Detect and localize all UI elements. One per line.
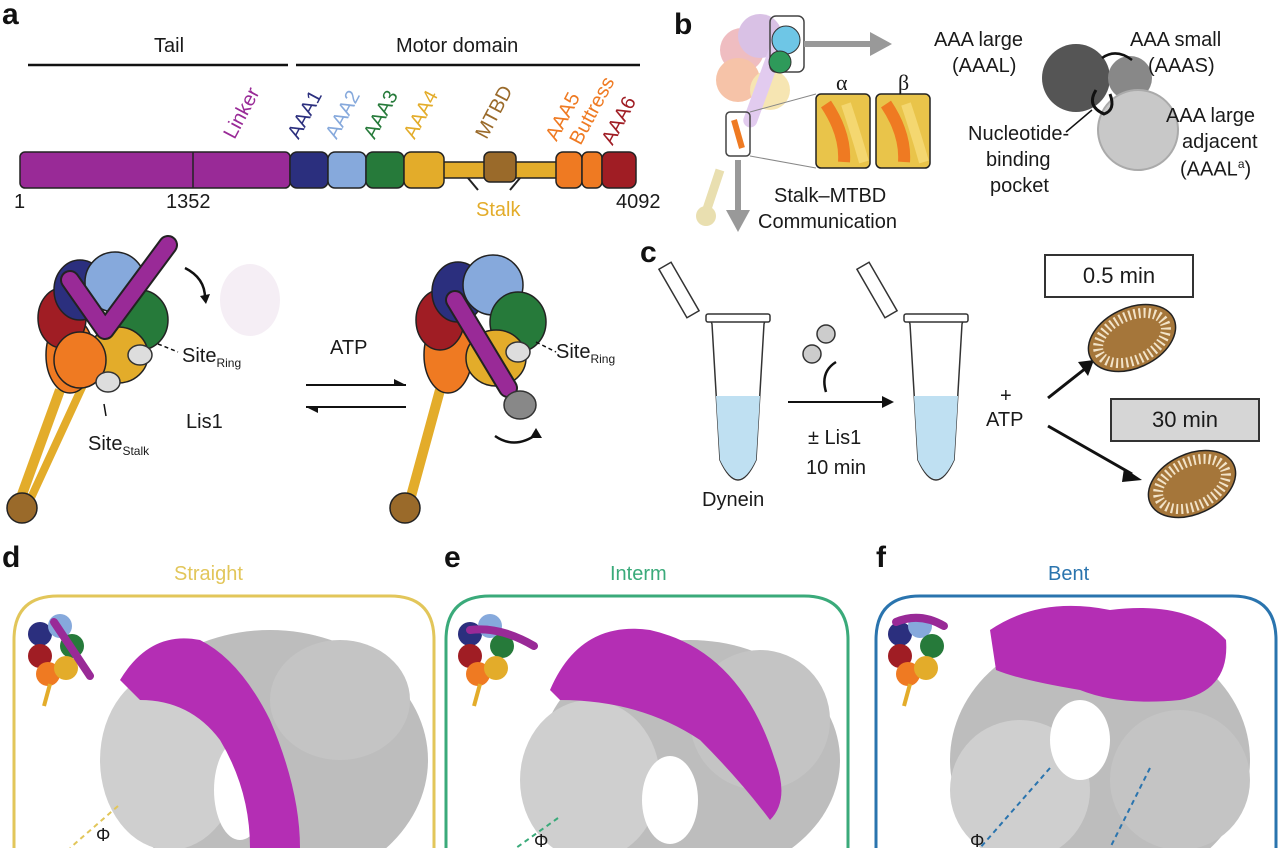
plus-sign: + <box>1000 385 1012 407</box>
map-bent <box>950 605 1250 848</box>
state-title-bent: Bent <box>1048 563 1090 585</box>
panel-label-e: e <box>444 541 461 574</box>
aaala-label-line3: (AAALa) <box>1180 157 1252 181</box>
aaala-label-line2: adjacent <box>1182 131 1258 153</box>
state-title-interm: Interm <box>610 563 667 585</box>
stalk-mtbd-caption-line2: Communication <box>758 211 897 233</box>
tube-dynein <box>657 261 771 481</box>
panel-c-diagram <box>657 261 1237 519</box>
site-stalk-label: SiteStalk <box>88 433 150 458</box>
residue-end: 4092 <box>616 191 661 213</box>
map-straight <box>69 630 428 848</box>
aaa6-segment <box>601 151 637 189</box>
stalk-label: Stalk <box>476 199 521 221</box>
dynein-label: Dynein <box>702 489 765 511</box>
aaas-label-line2: (AAAS) <box>1148 55 1215 77</box>
pocket-label-line3: pocket <box>990 175 1049 197</box>
alpha-label: α <box>836 70 848 95</box>
aaala-label-line1: AAA large <box>1166 105 1255 127</box>
atp-equilibrium-label: ATP <box>330 337 368 359</box>
motor-schematic <box>6 235 557 524</box>
panel-label-d: d <box>2 541 21 574</box>
phi-symbol-straight: Φ <box>96 825 111 845</box>
domain-bar-diagram <box>19 63 640 191</box>
aaa4-segment <box>403 151 445 189</box>
state-title-straight: Straight <box>174 563 243 585</box>
panel-label-c: c <box>640 236 657 269</box>
mtbd-segment <box>483 151 517 183</box>
map-interm <box>515 628 840 848</box>
panel-label-a: a <box>2 0 19 31</box>
frame-bent <box>874 594 1278 848</box>
motor-domain-label: Motor domain <box>396 35 519 57</box>
panel-label-f: f <box>876 541 886 574</box>
equilibrium-arrows <box>306 379 406 413</box>
arrow-to-grid-1 <box>1047 366 1087 400</box>
cartoon-straight <box>28 614 94 707</box>
aaala-sphere <box>1097 89 1179 171</box>
aaas-label-line1: AAA small <box>1130 29 1222 51</box>
time-box-30min: 30 min <box>1110 398 1260 442</box>
stalk-mtbd-caption-line1: Stalk–MTBD <box>774 185 887 207</box>
cartoon-bent <box>888 613 948 707</box>
site-ring-label-left: SiteRing <box>182 345 242 370</box>
stalk-tick-right <box>509 177 521 191</box>
panel-b-diagram <box>696 14 1179 232</box>
lis1-incubation-line2: 10 min <box>806 457 867 479</box>
arrow-to-grid-2 <box>1047 424 1133 476</box>
frame-straight <box>12 594 436 848</box>
atp-add-label: ATP <box>986 409 1024 431</box>
panel-label-b: b <box>674 8 693 41</box>
pocket-label-line2: binding <box>986 149 1051 171</box>
tail-label: Tail <box>154 35 185 57</box>
right-motor-ring <box>389 254 557 524</box>
lis1-incubation-line1: ± Lis1 <box>808 427 862 449</box>
site-ring-label-right: SiteRing <box>556 341 616 366</box>
aaas-sphere <box>1108 56 1152 100</box>
phi-symbol-bent: Φ <box>970 831 985 851</box>
left-motor-ring <box>6 235 280 524</box>
cartoon-interm <box>458 614 538 707</box>
aaal-label-line2: (AAAL) <box>952 55 1017 77</box>
aaal-label-line1: AAA large <box>934 29 1023 51</box>
stalk-zoom-box <box>725 111 751 157</box>
stalk-tick-left <box>467 177 479 191</box>
tube-mixture <box>855 261 969 481</box>
time-box-0-5min: 0.5 min <box>1044 254 1194 298</box>
residue-1352: 1352 <box>166 191 211 213</box>
residue-start: 1 <box>14 191 26 213</box>
pocket-label-line1: Nucleotide- <box>968 123 1070 145</box>
frame-interm <box>444 594 850 848</box>
lis1-label-left: Lis1 <box>186 411 223 433</box>
phi-symbol-interm: Φ <box>534 831 549 851</box>
beta-label: β <box>898 70 910 95</box>
